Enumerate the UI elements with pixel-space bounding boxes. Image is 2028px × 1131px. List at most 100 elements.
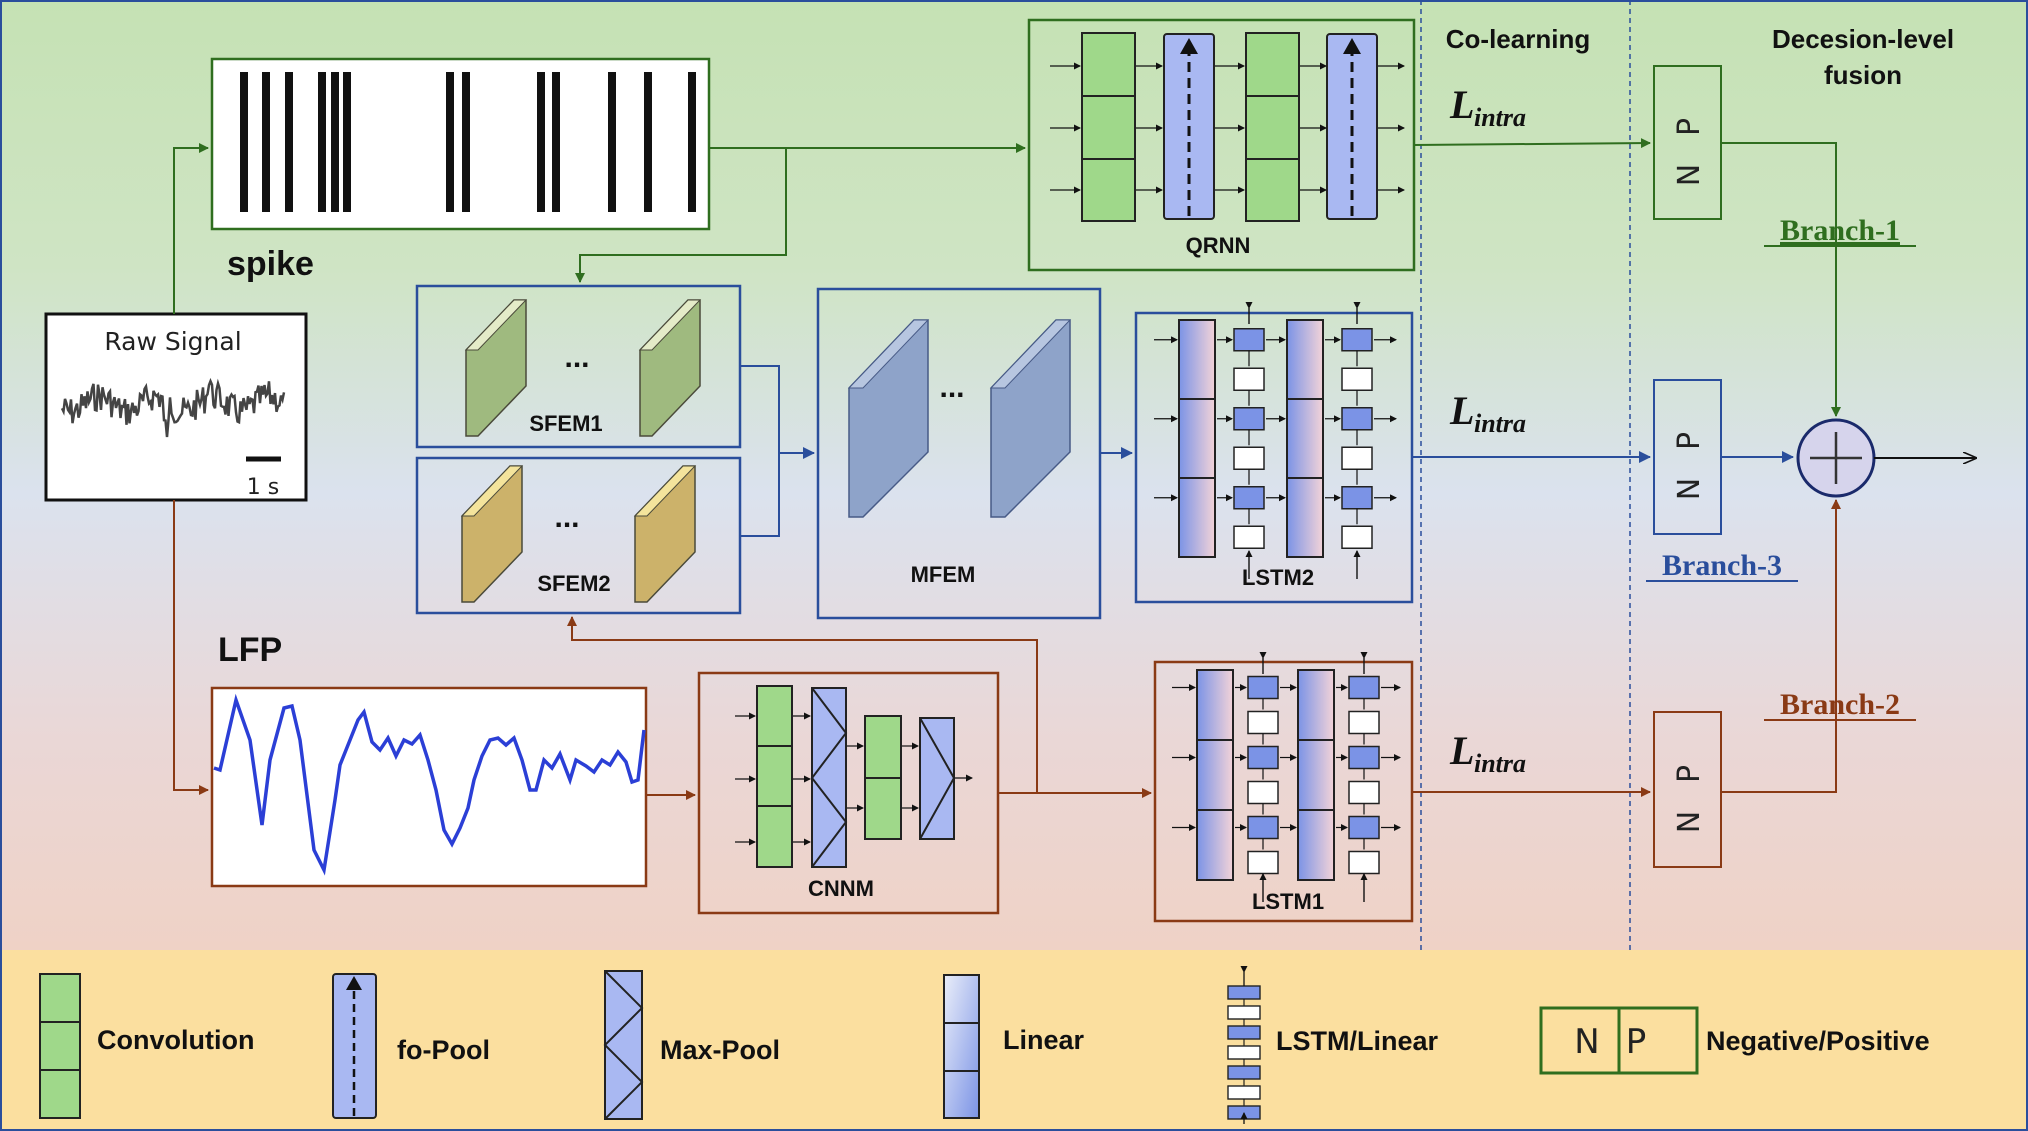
legend-lstm-cell xyxy=(1227,1085,1261,1100)
lfp-label: LFP xyxy=(218,631,282,669)
raw-signal-module: Raw Signal 1 s xyxy=(44,312,308,502)
np2-p: P xyxy=(1672,765,1707,783)
lstm1-cell xyxy=(1348,675,1380,700)
loss-label-branch2: L intra xyxy=(1449,728,1526,778)
spike-bar xyxy=(285,72,293,212)
lstm1-cell xyxy=(1348,710,1380,735)
lstm2-cell xyxy=(1233,367,1265,391)
legend-lstm-cell xyxy=(1227,1005,1261,1020)
cnnm-label: CNNM xyxy=(808,876,874,901)
lstm2-cell xyxy=(1233,446,1265,470)
legend-linear: Linear xyxy=(943,974,1085,1119)
cnnm-to-sfem2-arrow xyxy=(567,616,1038,793)
spike-bar xyxy=(318,72,326,212)
scale-bar-label: 1 s xyxy=(247,475,279,500)
lstm2-cell xyxy=(1341,446,1373,470)
legend-lstm-linear-label: LSTM/Linear xyxy=(1276,1026,1439,1056)
cnnm-conv-block-1 xyxy=(756,685,793,868)
spike-bar xyxy=(262,72,270,212)
legend-max-pool: Max-Pool xyxy=(603,970,780,1120)
legend-linear-label: Linear xyxy=(1003,1025,1085,1055)
sfem2-label: SFEM2 xyxy=(537,571,610,596)
sfem1-ellipsis: ... xyxy=(564,341,589,374)
legend-conv-swatch xyxy=(39,973,81,1119)
qrnn-conv-block xyxy=(1245,32,1300,222)
mfem-feature-map-1-top xyxy=(847,319,930,389)
lfp-module: LFP xyxy=(210,631,648,888)
mfem-feature-map-2-top xyxy=(989,319,1072,389)
np3-p: P xyxy=(1672,432,1707,450)
raw-signal-waveform xyxy=(60,377,286,438)
np2-n: N xyxy=(1672,811,1707,833)
lstm2-cell xyxy=(1233,328,1265,352)
loss-symbol-3: L xyxy=(1449,388,1474,433)
np-box-branch2-frame xyxy=(1653,711,1722,868)
qrnn-to-np1-arrow xyxy=(1413,138,1651,149)
lstm1-cell xyxy=(1348,850,1380,875)
loss-subscript-2: intra xyxy=(1474,749,1526,778)
np-box-branch2: P N xyxy=(1653,711,1722,868)
lstm2-module: LSTM2 xyxy=(1134,302,1414,604)
sfem2-ellipsis: ... xyxy=(554,501,579,534)
legend-np-p: P xyxy=(1626,1022,1647,1062)
spike-bar xyxy=(343,72,351,212)
qrnn-fopool-arrowhead xyxy=(1180,38,1198,54)
sfem-merge-connector xyxy=(740,365,780,537)
loss-label-branch1: L intra xyxy=(1449,82,1526,132)
spike-bar xyxy=(552,72,560,212)
legend-negative-positive: N P Negative/Positive xyxy=(1539,1006,1930,1075)
sfem2-feature-map-top xyxy=(633,465,697,517)
legend-linear-swatch xyxy=(943,974,980,1119)
raw-signal-box xyxy=(44,312,308,502)
fusion-sum-node xyxy=(1796,418,1876,498)
cnnm-maxpool-zigzag-2 xyxy=(919,717,956,840)
spike-box xyxy=(210,57,711,231)
raw-to-lfp-arrow xyxy=(173,500,209,795)
legend-convolution: Convolution xyxy=(39,973,254,1119)
legend-convolution-label: Convolution xyxy=(97,1025,254,1055)
loss-label-branch3: L intra xyxy=(1449,388,1526,438)
branch1-label: Branch-1 xyxy=(1780,214,1900,247)
loss-symbol-2: L xyxy=(1449,728,1474,773)
fusion-header-line1: Decesion-level xyxy=(1772,24,1954,54)
sfem1-label: SFEM1 xyxy=(529,411,602,436)
lfp-box xyxy=(210,686,648,888)
spike-bar xyxy=(240,72,248,212)
legend-maxpool-zigzag xyxy=(603,970,644,1120)
lstm1-linear-block xyxy=(1297,669,1335,881)
sfem1-feature-map-top xyxy=(464,299,528,351)
spike-train xyxy=(240,72,696,212)
spike-bar xyxy=(608,72,616,212)
lstm1-cell xyxy=(1247,815,1279,840)
legend-lstm-cell xyxy=(1227,985,1261,1000)
legend-np-n: N xyxy=(1574,1022,1599,1062)
legend-neg-pos-label: Negative/Positive xyxy=(1706,1026,1930,1056)
raw-to-spike-arrow xyxy=(173,143,209,314)
qrnn-fopool-arrowhead xyxy=(1343,38,1361,54)
sfem2-feature-map-top xyxy=(460,465,524,517)
lstm1-cell xyxy=(1348,780,1380,805)
lstm2-label: LSTM2 xyxy=(1242,565,1314,590)
spike-to-sfem1-arrow xyxy=(575,148,787,283)
lstm1-cell xyxy=(1247,780,1279,805)
legend-maxpool-swatch xyxy=(604,970,643,1120)
qrnn-conv-block xyxy=(1081,32,1136,222)
lstm1-module: LSTM1 xyxy=(1153,652,1414,923)
lstm2-linear-block xyxy=(1286,319,1324,558)
spike-bar xyxy=(462,72,470,212)
lstm1-cell xyxy=(1247,710,1279,735)
loss-subscript-1: intra xyxy=(1474,103,1526,132)
sfem1-feature-map-top xyxy=(638,299,702,351)
lstm1-cell xyxy=(1247,850,1279,875)
spike-bar xyxy=(688,72,696,212)
lstm1-label: LSTM1 xyxy=(1252,889,1324,914)
legend-lstm-cell xyxy=(1227,1065,1261,1080)
cnnm-maxpool-block-1 xyxy=(811,687,847,868)
legend-lstm-cell xyxy=(1227,1045,1261,1060)
branch2-to-fusion-arrow xyxy=(1721,499,1841,793)
raw-signal-label: Raw Signal xyxy=(104,327,241,356)
sfem1-module: ... SFEM1 xyxy=(415,284,742,449)
legend-fo-pool-label: fo-Pool xyxy=(397,1035,490,1065)
sfem2-module: ... SFEM2 xyxy=(415,456,742,615)
